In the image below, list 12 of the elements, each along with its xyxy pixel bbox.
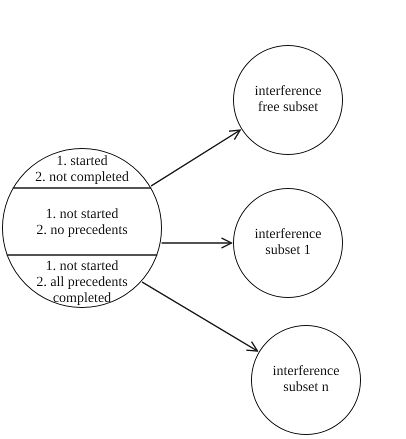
arrow <box>162 237 232 249</box>
node-text: 1. not started <box>44 206 120 222</box>
node-text: interference subset 1 <box>254 227 322 259</box>
node-text: 2. not completed <box>34 170 130 186</box>
node-text: 2. all precedents completed <box>35 275 129 307</box>
node-text: interference free subset <box>254 84 322 116</box>
arrow <box>142 281 258 352</box>
node-text: 2. no precedents <box>35 222 129 238</box>
node-text: interference subset n <box>272 364 340 396</box>
node-text: 1. started <box>55 154 109 170</box>
arrow <box>150 129 241 187</box>
node-text: 1. not started <box>44 259 120 275</box>
